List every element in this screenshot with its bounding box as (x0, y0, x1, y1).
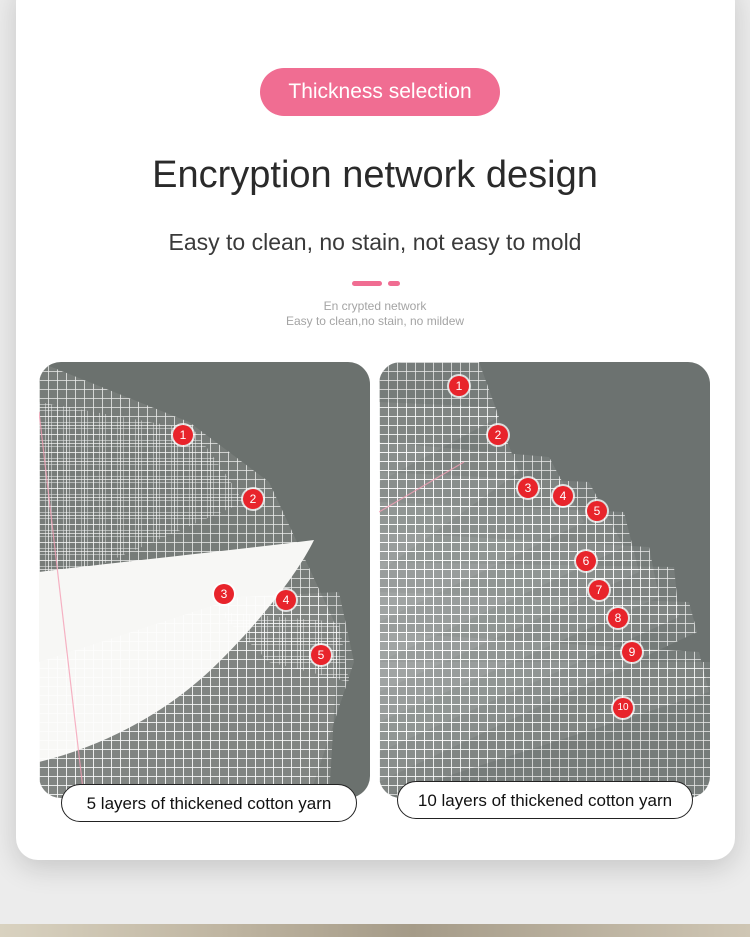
small-caption-line-2: Easy to clean,no stain, no mildew (285, 314, 465, 328)
layer-marker-5: 5 (311, 645, 331, 665)
five-layer-gauze-photo (39, 362, 370, 798)
layer-marker-4: 4 (276, 590, 296, 610)
layer-marker-4: 4 (553, 486, 573, 506)
accent-dash-long (352, 281, 382, 286)
layer-marker-6: 6 (576, 551, 596, 571)
thickness-selection-badge: Thickness selection (260, 68, 500, 116)
layer-marker-10: 10 (613, 698, 633, 718)
page-title: Encryption network design (152, 154, 598, 196)
small-caption-line-1: En crypted network (323, 299, 427, 313)
layer-marker-9: 9 (622, 642, 642, 662)
layer-marker-8: 8 (608, 608, 628, 628)
layer-marker-7: 7 (589, 580, 609, 600)
page-subtitle: Easy to clean, no stain, not easy to mol… (168, 229, 582, 255)
ten-layer-caption: 10 layers of thickened cotton yarn (397, 781, 693, 819)
layer-marker-2: 2 (243, 489, 263, 509)
layer-marker-3: 3 (518, 478, 538, 498)
layer-marker-2: 2 (488, 425, 508, 445)
layer-marker-1: 1 (173, 425, 193, 445)
layer-marker-5: 5 (587, 501, 607, 521)
bottom-photo-strip (0, 924, 750, 937)
five-layer-caption: 5 layers of thickened cotton yarn (61, 784, 357, 822)
ten-layer-gauze-photo (379, 362, 710, 798)
layer-marker-1: 1 (449, 376, 469, 396)
accent-dash-short (388, 281, 400, 286)
layer-marker-3: 3 (214, 584, 234, 604)
